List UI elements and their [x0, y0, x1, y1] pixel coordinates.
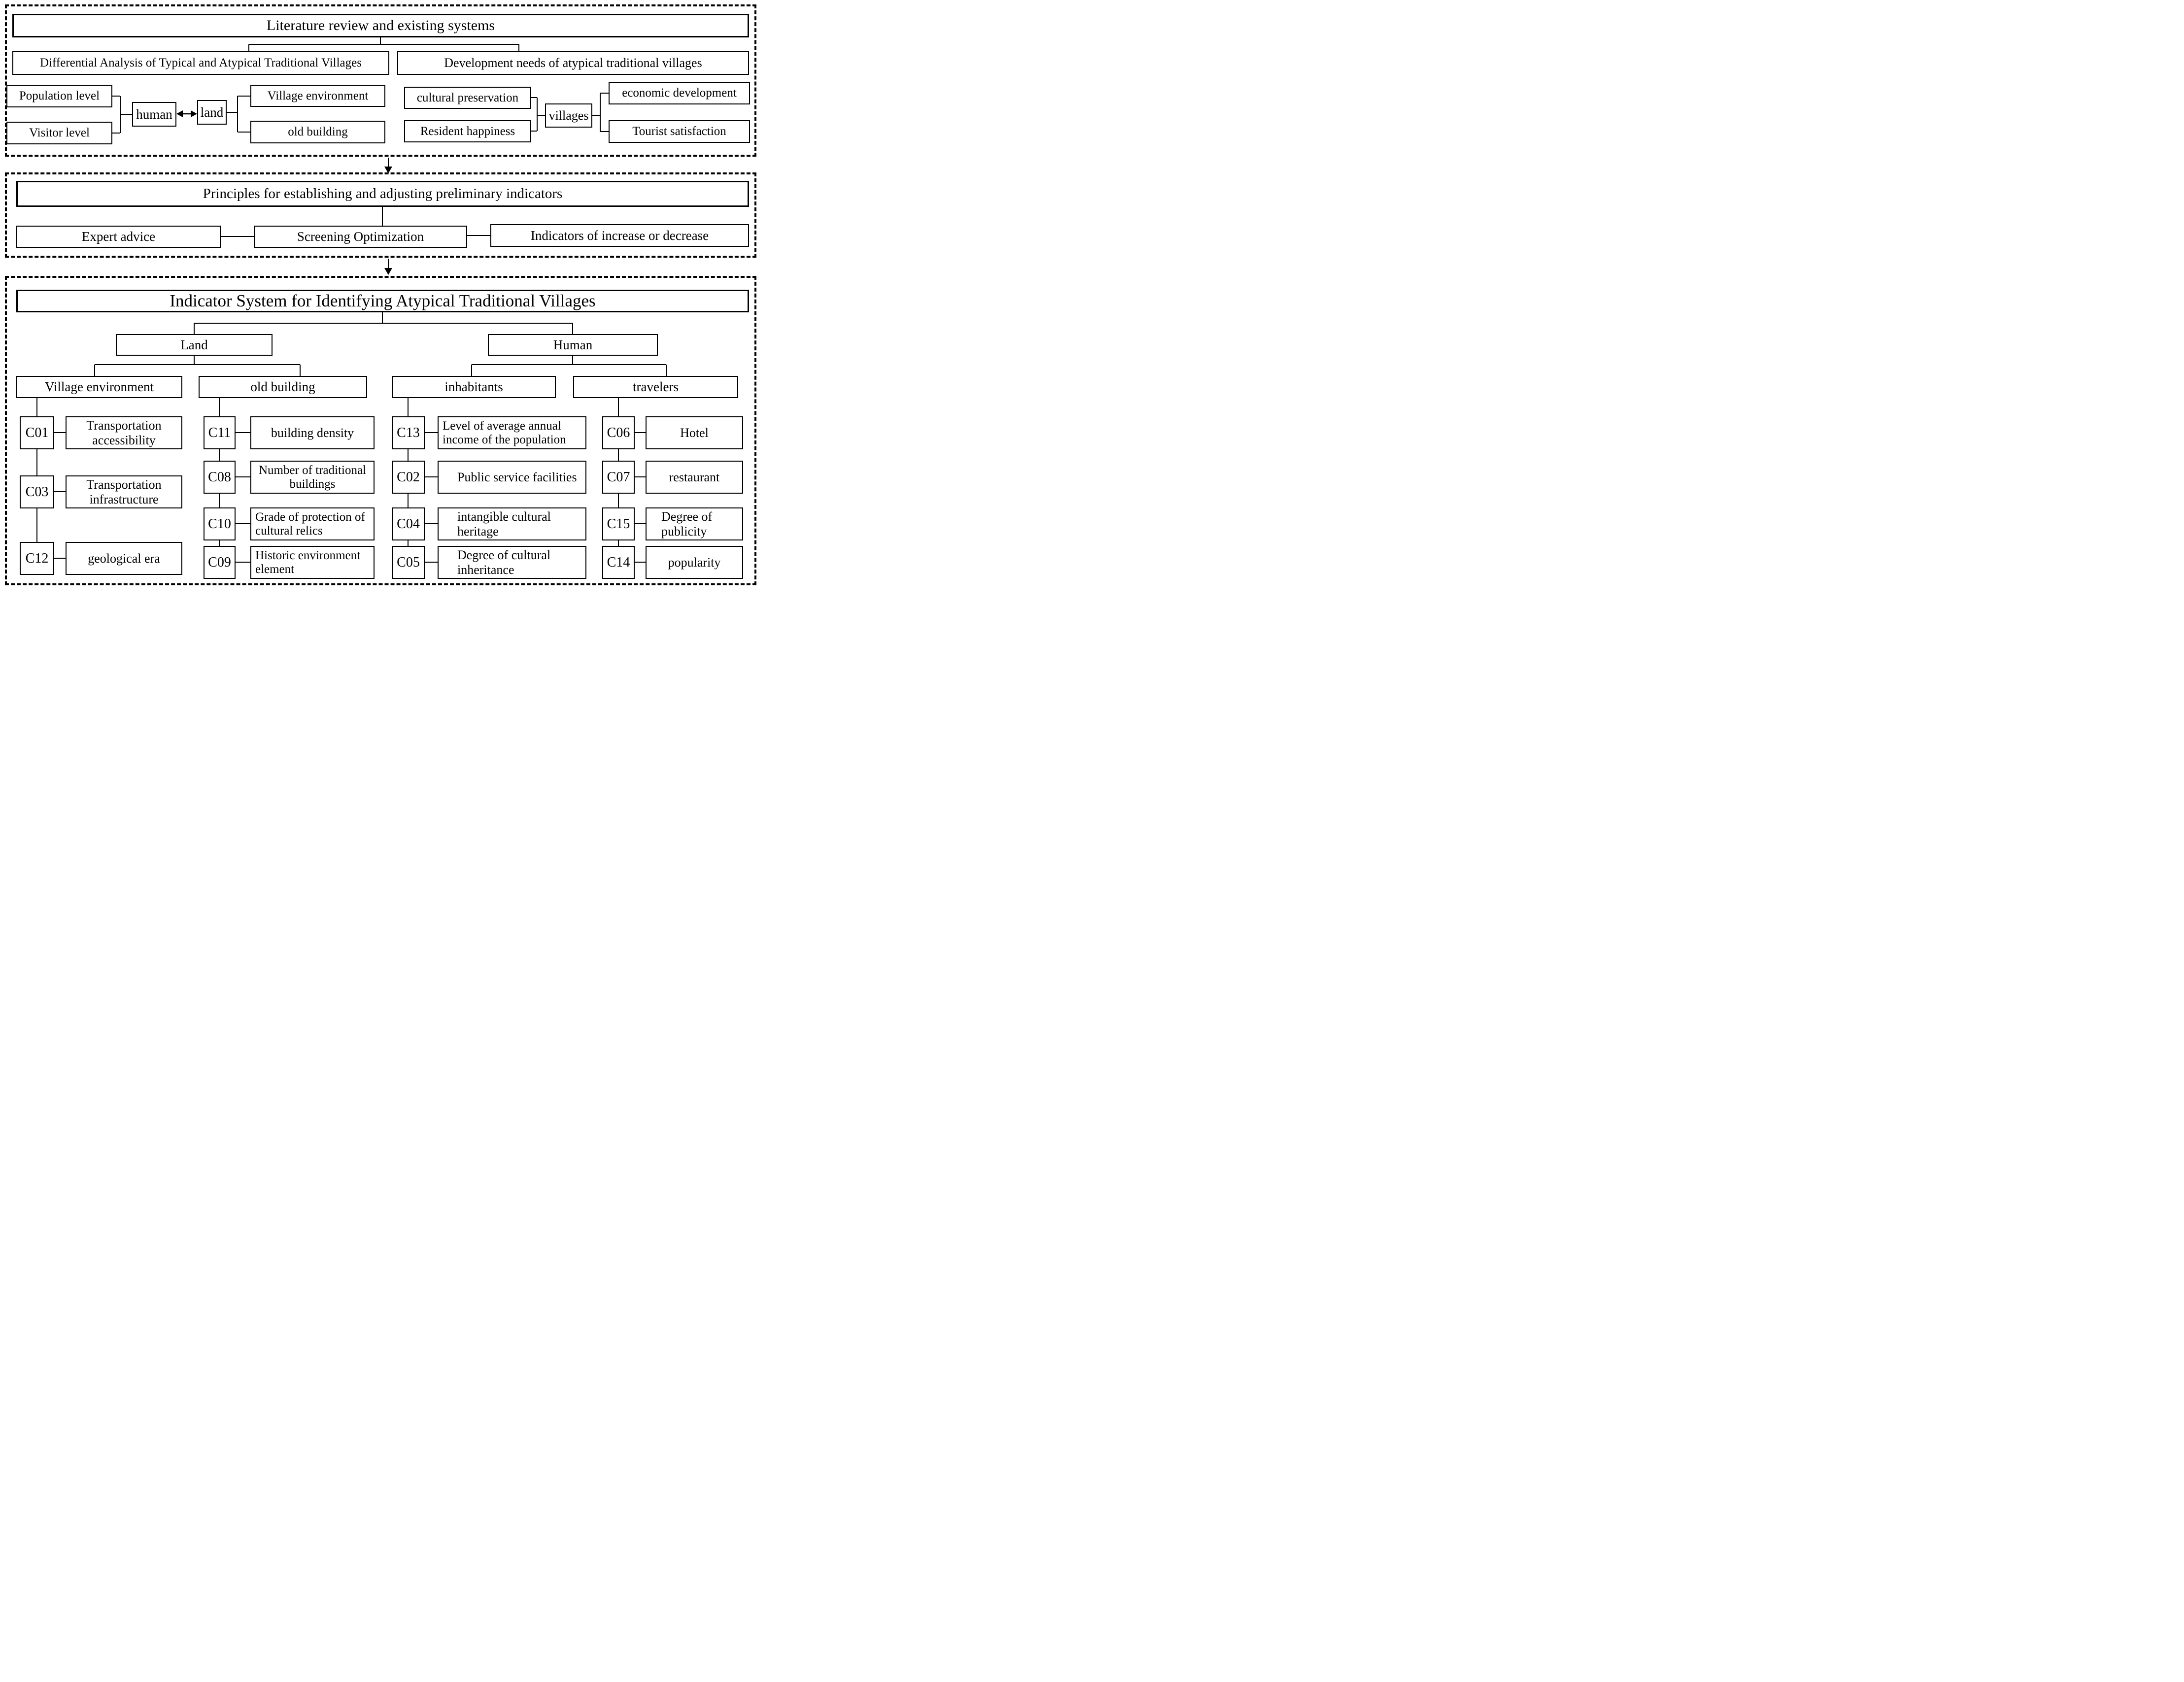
economic-development-box: economic development [609, 82, 750, 104]
code-c02: C02 [392, 461, 425, 494]
code-c09: C09 [204, 546, 236, 579]
population-level-box: Population level [6, 85, 112, 107]
code-c10: C10 [204, 507, 236, 540]
label-c11: building density [250, 416, 375, 449]
differential-analysis-box: Differential Analysis of Typical and Aty… [12, 51, 389, 75]
code-c15: C15 [602, 507, 635, 540]
old-building-box: old building [250, 121, 385, 143]
visitor-level-box: Visitor level [6, 122, 112, 144]
label-c12: geological era [66, 542, 182, 575]
header-old-building: old building [199, 376, 367, 398]
double-arrow-icon [176, 110, 197, 117]
label-c08: Number of traditional buildings [250, 461, 375, 494]
code-c11: C11 [204, 416, 236, 449]
label-c02: Public service facilities [438, 461, 586, 494]
label-c04: intangible cultural heritage [438, 507, 586, 540]
indicators-increase-decrease-box: Indicators of increase or decrease [490, 224, 749, 247]
code-c01: C01 [20, 416, 54, 449]
code-c13: C13 [392, 416, 425, 449]
resident-happiness-box: Resident happiness [404, 120, 531, 142]
code-c06: C06 [602, 416, 635, 449]
label-c07: restaurant [646, 461, 743, 494]
label-c01: Transportation accessibility [66, 416, 182, 449]
down-arrow-icon [384, 259, 392, 275]
cultural-preservation-box: cultural preservation [404, 87, 531, 109]
principles-title: Principles for establishing and adjustin… [16, 181, 749, 207]
label-c13: Level of average annual income of the po… [438, 416, 586, 449]
expert-advice-box: Expert advice [16, 226, 221, 248]
label-c06: Hotel [646, 416, 743, 449]
village-environment-box: Village environment [250, 85, 385, 107]
code-c07: C07 [602, 461, 635, 494]
code-c05: C05 [392, 546, 425, 579]
header-village-environment: Village environment [16, 376, 182, 398]
screening-optimization-box: Screening Optimization [254, 226, 467, 248]
header-travelers: travelers [573, 376, 738, 398]
code-c12: C12 [20, 542, 54, 575]
human-branch-box: Human [488, 334, 658, 356]
label-c05: Degree of cultural inheritance [438, 546, 586, 579]
connector-lines [36, 37, 667, 563]
land-box: land [197, 100, 227, 125]
code-c10-label-box: Grade of protection of cultural relics [250, 507, 375, 540]
indicator-system-title: Indicator System for Identifying Atypica… [16, 290, 749, 312]
literature-review-title: Literature review and existing systems [12, 14, 749, 37]
human-box: human [132, 102, 176, 127]
tourist-satisfaction-box: Tourist satisfaction [609, 120, 750, 143]
code-c14: C14 [602, 546, 635, 579]
land-branch-box: Land [116, 334, 273, 356]
label-c09: Historic environment element [250, 546, 375, 579]
label-c15: Degree of publicity [646, 507, 743, 540]
flowchart-figure: Literature review and existing systems D… [0, 0, 761, 586]
code-c08: C08 [204, 461, 236, 494]
label-c03: Transportation infrastructure [66, 475, 182, 508]
villages-box: villages [545, 103, 592, 128]
development-needs-box: Development needs of atypical traditiona… [397, 51, 749, 75]
code-c04: C04 [392, 507, 425, 540]
label-c14: popularity [646, 546, 743, 579]
header-inhabitants: inhabitants [392, 376, 556, 398]
code-c03: C03 [20, 475, 54, 508]
down-arrow-icon [384, 158, 392, 173]
